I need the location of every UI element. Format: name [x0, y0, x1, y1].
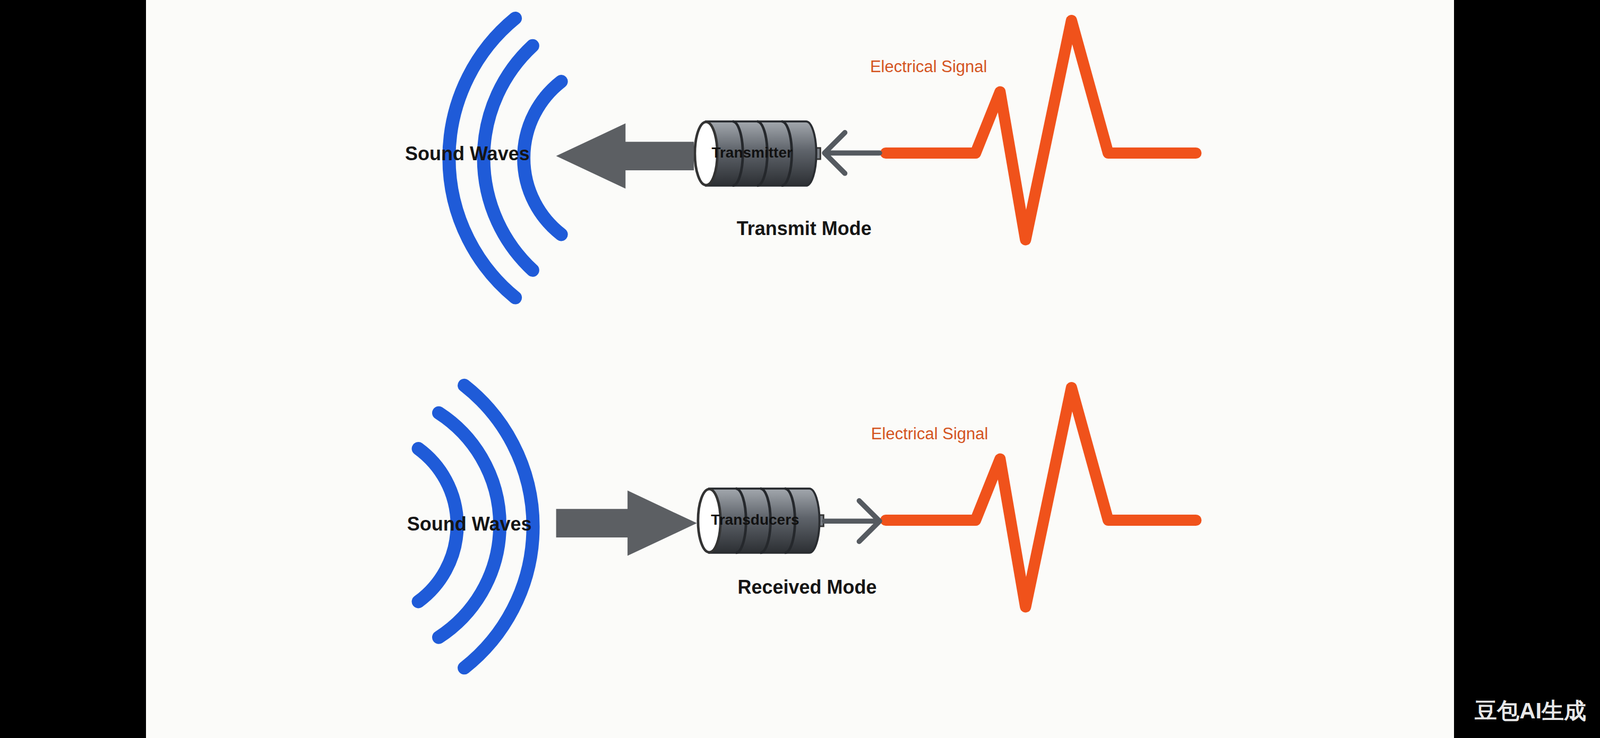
chevron-arrow — [824, 132, 880, 174]
node-label: Transducers — [710, 512, 800, 528]
sound-wave-group: Sound Waves — [392, 377, 557, 679]
canvas-panel — [145, 0, 1455, 738]
block-arrow — [556, 123, 695, 189]
electrical-signal-shape — [879, 15, 1201, 251]
signal-waveform — [885, 387, 1196, 607]
node-label: Electrical Signal — [871, 425, 989, 442]
mode-caption: Received Mode — [737, 578, 877, 598]
watermark: 豆包AI生成 — [1474, 700, 1587, 723]
node-label: Transmitter — [711, 145, 793, 161]
cylinder-body — [709, 488, 820, 554]
sound-wave-group: Sound Waves — [392, 10, 557, 306]
block-arrow — [556, 491, 698, 557]
node-label: Sound Waves — [405, 144, 530, 164]
electrical-signal-shape — [879, 382, 1201, 618]
electrical-signal: Electrical Signal — [879, 15, 1201, 251]
transducer-cylinder: Transmitter — [693, 119, 825, 188]
node-label: Sound Waves — [407, 514, 532, 535]
electrical-signal: Electrical Signal — [879, 382, 1201, 618]
signal-waveform — [885, 20, 1196, 240]
chevron-arrow — [824, 501, 880, 543]
transducer-cylinder: Transducers — [697, 486, 825, 557]
cylinder-body — [706, 121, 817, 186]
mode-caption: Transmit Mode — [736, 219, 872, 239]
node-label: Electrical Signal — [870, 57, 988, 75]
